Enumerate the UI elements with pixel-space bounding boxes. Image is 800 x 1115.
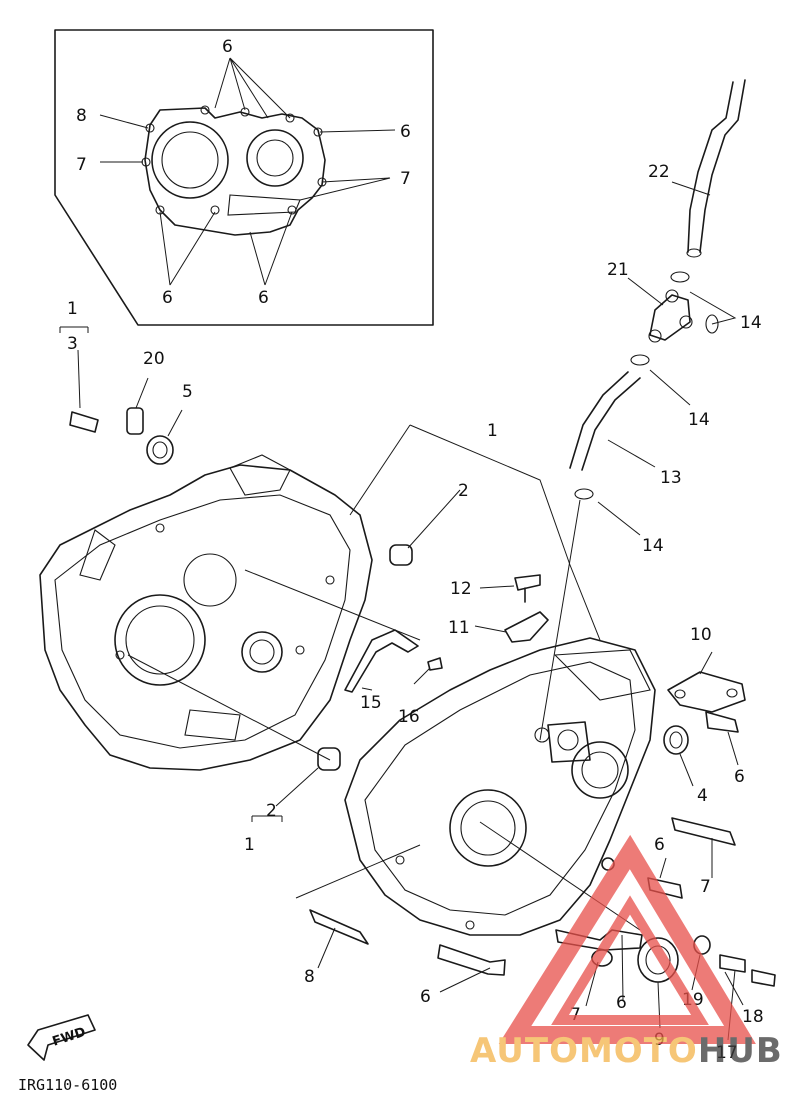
fwd-label: FWD [51,1025,88,1050]
small-parts [69,79,776,987]
label-set1-top: 1 [67,299,78,319]
inset-gasket-view [54,29,434,326]
label-17: 17 [716,1043,738,1063]
label-7a: 7 [700,877,711,897]
label-inset-6b: 6 [400,122,411,142]
label-6c: 6 [420,987,431,1007]
label-6a: 6 [734,767,745,787]
fwd-arrow-icon: FWD [27,1014,96,1061]
label-inset-6c: 6 [162,288,173,308]
label-set3: 3 [67,334,78,354]
watermark-text: AUTOMOTOHUB [470,1031,783,1071]
automotohub-watermark-logo: AUTOMOTOHUB [470,834,783,1071]
left-crankcase-half [39,454,373,771]
label-6b: 6 [654,835,665,855]
label-15: 15 [360,693,382,713]
label-5: 5 [182,382,193,402]
label-10: 10 [690,625,712,645]
label-22: 22 [648,162,670,182]
label-14a: 14 [740,313,762,333]
label-inset-6d: 6 [258,288,269,308]
label-16: 16 [398,707,420,727]
label-inset-6a: 6 [222,37,233,57]
label-1: 1 [487,421,498,441]
right-crankcase-half [344,637,656,936]
label-12: 12 [450,579,472,599]
label-21: 21 [607,260,629,280]
label-14b: 14 [688,410,710,430]
label-2b: 2 [266,801,277,821]
label-20: 20 [143,349,165,369]
label-14c: 14 [642,536,664,556]
label-inset-7b: 7 [400,169,411,189]
label-6d: 6 [616,993,627,1013]
label-inset-7a: 7 [76,155,87,175]
label-13: 13 [660,468,682,488]
label-set1-bottom: 1 [244,835,255,855]
catalog-code: IRG110-6100 [18,1076,117,1094]
label-8: 8 [304,967,315,987]
label-4: 4 [697,786,708,806]
label-18: 18 [742,1007,764,1027]
label-inset-8: 8 [76,106,87,126]
label-2a: 2 [458,481,469,501]
part-labels: 6 8 6 7 7 6 6 22 21 14 14 13 14 1 3 20 5… [67,37,764,1063]
assembly-brackets [59,326,283,822]
label-11: 11 [448,618,470,638]
leader-lines [77,181,744,1041]
